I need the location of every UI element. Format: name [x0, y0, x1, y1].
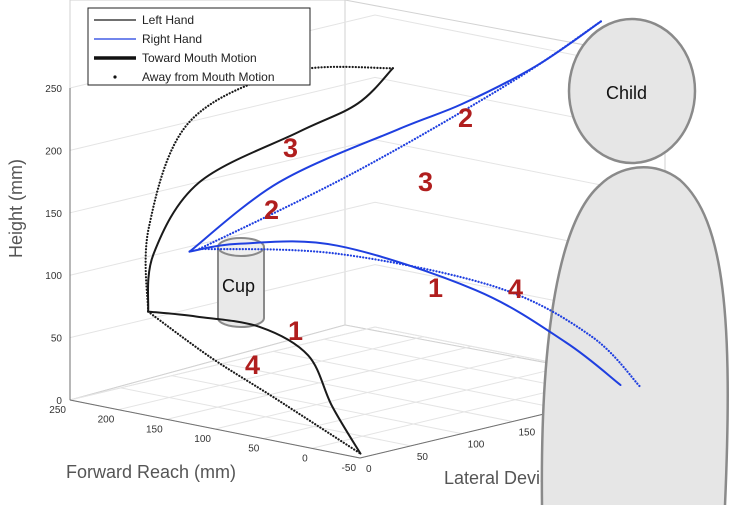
legend-label-right-hand: Right Hand [142, 32, 202, 46]
y-tick-label: 100 [468, 440, 485, 451]
legend-label-left-hand: Left Hand [142, 13, 194, 27]
y-tick-label: 0 [366, 464, 372, 475]
z-tick-label: 250 [45, 84, 62, 95]
cup-label: Cup [222, 276, 255, 296]
z-tick-label: 100 [45, 271, 62, 282]
floor-grid-line [222, 363, 513, 422]
left-hand-phase-1-path [147, 310, 362, 455]
legend-label-toward-mouth: Toward Mouth Motion [142, 51, 257, 65]
x-tick-label: -50 [342, 463, 357, 474]
child-head [567, 17, 697, 165]
left-hand-phase-2-path [146, 67, 394, 313]
wall-grid-line [69, 76, 666, 151]
z-axis-label: Height (mm) [6, 159, 26, 258]
left-hand-phase-2-label: 2 [264, 195, 279, 225]
legend-entry-away-from-mouth: Away from Mouth Motion [113, 70, 275, 84]
floor-grid-line [120, 387, 411, 447]
x-tick-label: 50 [248, 444, 260, 455]
right-hand-phase-3-label: 3 [418, 167, 433, 197]
x-tick-label: 0 [302, 453, 308, 464]
right-hand-phase-1-label: 1 [428, 273, 443, 303]
right-hand-phase-4-label: 4 [508, 274, 523, 304]
left-hand-phase-4-path [147, 310, 362, 455]
x-tick-label: 150 [146, 424, 163, 435]
right-hand-phase-1-path [188, 240, 622, 386]
left-hand-phase-3-label: 3 [283, 133, 298, 163]
legend-label-away-from-mouth: Away from Mouth Motion [142, 70, 275, 84]
x-tick-label: 100 [194, 434, 211, 445]
legend-swatch-away-from-mouth [113, 75, 117, 79]
trajectories [144, 20, 642, 455]
child-silhouette: Child [540, 17, 729, 506]
child-label: Child [606, 83, 647, 103]
z-tick-label: 150 [45, 209, 62, 220]
right-hand-phase-2-label: 2 [458, 103, 473, 133]
left-hand-phase-4-label: 4 [245, 350, 260, 380]
x-tick-label: 200 [98, 415, 115, 426]
z-tick-label: 50 [51, 334, 63, 345]
cup-rim [217, 237, 265, 257]
floor-grid-line [171, 375, 462, 435]
x-axis-line [69, 399, 361, 459]
right-hand-phase-3-path [198, 20, 602, 250]
left-hand-phase-3-path [144, 65, 394, 313]
legend-entry-right-hand: Right Hand [94, 32, 202, 46]
tick-labels: 250200150100500-500501001502002503000501… [45, 84, 688, 475]
child-body [540, 166, 729, 506]
left-hand-phase-1-label: 1 [288, 316, 303, 346]
x-axis-label: Forward Reach (mm) [66, 462, 236, 482]
z-tick-label: 200 [45, 146, 62, 157]
legend-entry-toward-mouth: Toward Mouth Motion [94, 51, 257, 65]
cup: Cup [217, 237, 265, 328]
legend: Left Hand Right Hand Toward Mouth Motion… [87, 7, 311, 86]
cup-body [217, 247, 265, 328]
phase-labels: 1 2 3 4 1 2 3 4 [245, 103, 523, 380]
legend-box [87, 7, 311, 86]
y-tick-label: 50 [417, 452, 429, 463]
y-tick-label: 150 [519, 428, 536, 439]
x-tick-label: 250 [49, 405, 66, 416]
right-hand-phase-4-path [198, 247, 642, 388]
z-tick-label: 0 [56, 396, 62, 407]
floor-grid-line [273, 350, 564, 410]
legend-entry-left-hand: Left Hand [94, 13, 194, 27]
